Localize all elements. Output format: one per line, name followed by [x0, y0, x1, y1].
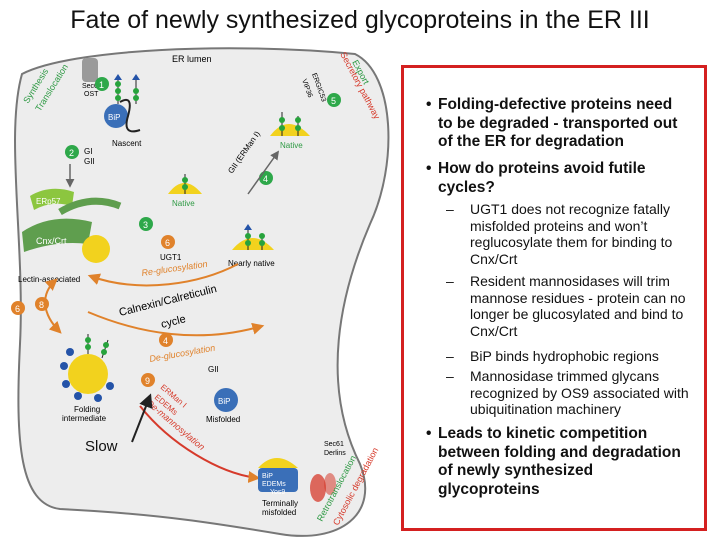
- step-4a: 4: [159, 333, 173, 347]
- er-glycoprotein-diagram: ER lumen Synthesis Translocation Sec61 O…: [11, 47, 390, 537]
- yos9-label: Yos9: [270, 489, 285, 496]
- nascent-label: Nascent: [112, 139, 142, 148]
- glycan-native-mid: [182, 174, 188, 194]
- step-6b: 6: [161, 235, 175, 249]
- subbullet-text: BiP binds hydrophobic regions: [470, 348, 659, 364]
- glycan-nearly-native: [244, 224, 265, 250]
- nearly-native-protein: [232, 238, 274, 250]
- step-5: 5: [327, 93, 341, 107]
- bip-top: [104, 104, 128, 128]
- cycle-arrow-top: [87, 263, 239, 287]
- erp57-label: ERp57: [36, 197, 61, 206]
- bullet-marker: •: [426, 160, 432, 177]
- step-1: 1: [95, 77, 109, 91]
- lectin-associated-label: Lectin-associated: [18, 275, 80, 284]
- bip-bottom-label: BiP: [262, 473, 273, 480]
- svg-text:4: 4: [163, 336, 168, 346]
- arrow-to-degradation: [139, 405, 261, 483]
- svg-text:6: 6: [165, 238, 170, 248]
- native-mid-label: Native: [172, 199, 195, 208]
- native-top-label: Native: [280, 141, 303, 150]
- bullet-marker: •: [426, 425, 432, 442]
- subbullet-marker: –: [446, 368, 454, 384]
- bullet-text: How do proteins avoid futile cycles?: [438, 160, 646, 196]
- subbullet-text: UGT1 does not recognize fatally misfolde…: [470, 201, 673, 267]
- cycle-arrow-bottom: [87, 311, 265, 337]
- svg-text:6: 6: [15, 304, 20, 314]
- step-8: 8: [35, 297, 49, 311]
- gii-mid-label: GII: [208, 365, 219, 374]
- step-2: 2: [65, 145, 79, 159]
- ugt1-label: UGT1: [160, 253, 182, 262]
- cnx-shape: [22, 218, 92, 252]
- gii-label: GII: [84, 157, 95, 166]
- step-9: 9: [141, 373, 155, 387]
- bullet-text: Leads to kinetic competition between fol…: [438, 425, 681, 498]
- slow-arrow: [131, 393, 153, 443]
- ost-label: OST: [84, 91, 99, 98]
- subbullet-text: Resident mannosidases will trim mannose …: [470, 273, 686, 339]
- subbullet-marker: –: [446, 273, 454, 289]
- bullet-text: Folding-defective proteins need to be de…: [438, 96, 678, 150]
- retro-channel-2: [324, 473, 336, 495]
- cnx-crt-label: Cnx/Crt: [36, 236, 67, 246]
- folding-intermediate-label-line2: intermediate: [62, 414, 107, 423]
- svg-text:1: 1: [99, 80, 104, 90]
- nearly-native-label: Nearly native: [228, 259, 275, 268]
- er-lumen-membrane: [14, 47, 390, 537]
- sec61-bottom-label: Sec61: [324, 441, 344, 448]
- step-3: 3: [139, 217, 153, 231]
- subbullet-text: Mannosidase trimmed glycans recognized b…: [470, 368, 689, 417]
- folding-intermediate: [60, 334, 114, 402]
- subbullet-marker: –: [446, 201, 454, 217]
- misfolded-label: Misfolded: [206, 415, 240, 424]
- bip-top-label: BiP: [108, 113, 120, 122]
- step-4: 4: [259, 171, 273, 185]
- derlins-label: Derlins: [324, 450, 346, 457]
- glycan-nascent: [114, 74, 140, 104]
- translocon: [82, 58, 98, 82]
- terminally-misfolded-line2: misfolded: [262, 508, 296, 517]
- bip-mid: [214, 388, 238, 412]
- terminally-misfolded-line1: Terminally: [262, 499, 298, 508]
- nascent-chain: [119, 98, 141, 133]
- svg-text:5: 5: [331, 96, 336, 106]
- erp57-shape: [30, 188, 74, 210]
- slow-label: Slow: [85, 438, 118, 455]
- slide-title: Fate of newly synthesized glycoproteins …: [70, 6, 650, 34]
- bip-mid-label: BiP: [218, 397, 230, 406]
- bullet-marker: •: [426, 96, 432, 113]
- folding-protein-cnx: [82, 235, 110, 263]
- text-panel: • Folding-defective proteins need to be …: [401, 65, 707, 531]
- subbullet-marker: –: [446, 348, 454, 364]
- sec61-label: Sec61: [82, 83, 102, 90]
- svg-text:9: 9: [145, 376, 150, 386]
- retro-channel: [310, 474, 326, 502]
- edem-complex: [258, 468, 298, 492]
- edem-bottom-label: EDEMs: [262, 481, 286, 488]
- glycan-native-top: [279, 112, 301, 136]
- arrow-native-export: [247, 150, 280, 195]
- svg-text:3: 3: [143, 220, 148, 230]
- svg-text:8: 8: [39, 300, 44, 310]
- svg-text:2: 2: [69, 148, 74, 158]
- svg-text:4: 4: [263, 174, 268, 184]
- cycle-label-line2: cycle: [160, 313, 187, 331]
- er-lumen-label: ER lumen: [172, 54, 212, 64]
- cnx-arm: [58, 197, 122, 216]
- folding-intermediate-label-line1: Folding: [74, 405, 100, 414]
- gi-label: GI: [84, 147, 92, 156]
- step-6a: 6: [11, 301, 25, 315]
- bip-bottom: [258, 458, 298, 468]
